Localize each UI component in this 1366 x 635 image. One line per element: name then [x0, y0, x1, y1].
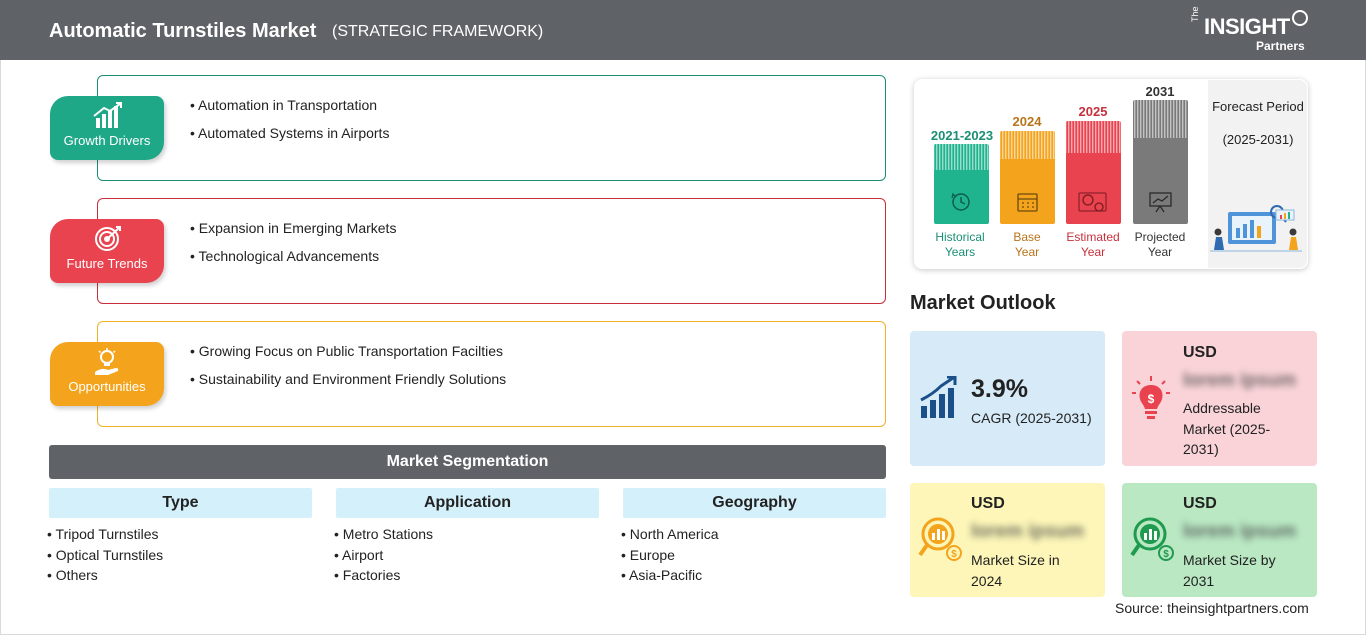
market-size-2031-card: $ USD lorem ipsum Market Size by 2031 — [1122, 483, 1317, 597]
timeline-label-projected: Projected Year — [1122, 230, 1198, 260]
list-item: Airport — [334, 547, 433, 568]
cagr-chart-icon — [920, 376, 957, 418]
segment-list-type: Tripod Turnstiles Optical Turnstiles Oth… — [47, 526, 164, 588]
timeline-label-historical: Historical Years — [922, 230, 998, 260]
svg-text:$: $ — [951, 549, 957, 560]
list-item: Tripod Turnstiles — [47, 526, 163, 547]
timeline-year-historical: 2021-2023 — [930, 128, 994, 143]
opportunities-label: Opportunities — [68, 379, 146, 394]
svg-text:$: $ — [1148, 392, 1155, 406]
list-item: Growing Focus on Public Transportation F… — [190, 342, 506, 370]
timeline-label-line: Year — [1080, 245, 1106, 259]
list-item: Factories — [334, 567, 433, 588]
timeline-year-base: 2024 — [1012, 114, 1042, 129]
magnifier-dollar-icon: $ — [1130, 517, 1174, 561]
logo-sub-text: Partners — [1256, 39, 1305, 53]
timeline-year-projected: 2031 — [1145, 84, 1175, 99]
bar-chart-growth-icon — [93, 102, 122, 128]
calendar-icon — [1017, 193, 1038, 212]
source-credit[interactable]: Source: theinsightpartners.com — [1115, 600, 1309, 616]
logo-main-text: INSIGHT — [1204, 14, 1290, 39]
size2031-currency: USD — [1183, 495, 1217, 512]
list-item: Technological Advancements — [190, 247, 396, 275]
timeline-label-line: Estimated — [1066, 230, 1120, 244]
magnifier-dollar-icon: $ — [918, 517, 962, 561]
cagr-card: 3.9% CAGR (2025-2031) — [910, 331, 1105, 466]
list-item: Optical Turnstiles — [47, 547, 163, 568]
growth-drivers-list: Automation in Transportation Automated S… — [190, 96, 389, 152]
list-item: Automation in Transportation — [190, 96, 389, 124]
cagr-label: CAGR (2025-2031) — [971, 410, 1092, 426]
size2024-value-blurred: lorem ipsum — [971, 521, 1084, 542]
insight-partners-logo[interactable]: The INSIGHT Partners — [1188, 6, 1314, 54]
future-trends-list: Expansion in Emerging Markets Technologi… — [190, 219, 397, 275]
size2024-currency: USD — [971, 495, 1005, 512]
svg-text:$: $ — [1163, 549, 1169, 560]
forecast-period-title: Forecast Period — [1212, 99, 1304, 114]
size2031-label: Market Size by 2031 — [1183, 552, 1276, 589]
future-trends-badge: Future Trends — [50, 219, 164, 283]
timeline-label-line: Projected — [1134, 230, 1186, 244]
page-subtitle: (STRATEGIC FRAMEWORK) — [332, 23, 544, 40]
market-outlook-title: Market Outlook — [910, 292, 1056, 314]
forecast-illustration — [1210, 205, 1302, 252]
gears-icon — [1078, 192, 1107, 212]
segment-heading-type: Type — [49, 488, 312, 518]
presentation-icon — [1149, 192, 1172, 213]
timeline-label-base: Base Year — [989, 230, 1065, 260]
page-title: Automatic Turnstiles Market — [49, 20, 317, 42]
segment-list-geography: North America Europe Asia-Pacific — [621, 526, 719, 588]
addressable-market-card: $ USD lorem ipsum Addressable Market (20… — [1122, 331, 1317, 466]
growth-drivers-label: Growth Drivers — [63, 133, 151, 148]
cagr-value: 3.9% — [971, 375, 1028, 403]
logo-ring-icon — [1292, 10, 1308, 26]
addressable-currency: USD — [1183, 344, 1217, 361]
timeline-label-line: Base — [1013, 230, 1041, 244]
target-icon — [95, 226, 121, 251]
list-item: Asia-Pacific — [621, 567, 719, 588]
market-segmentation-title: Market Segmentation — [49, 445, 886, 479]
timeline-label-line: Year — [1014, 245, 1040, 259]
lightbulb-dollar-icon: $ — [1132, 376, 1170, 419]
opportunities-list: Growing Focus on Public Transportation F… — [190, 342, 506, 398]
segment-list-application: Metro Stations Airport Factories — [334, 526, 433, 588]
history-icon — [951, 192, 970, 211]
list-item: Automated Systems in Airports — [190, 124, 389, 152]
growth-drivers-badge: Growth Drivers — [50, 96, 164, 160]
list-item: North America — [621, 526, 719, 547]
addressable-value-blurred: lorem ipsum — [1183, 370, 1296, 391]
future-trends-label: Future Trends — [66, 256, 148, 271]
timeline-label-estimated: Estimated Year — [1055, 230, 1131, 260]
size2031-value-blurred: lorem ipsum — [1183, 521, 1296, 542]
timeline-label-line: Year — [1147, 245, 1173, 259]
timeline-label-line: Years — [944, 245, 976, 259]
segment-heading-application: Application — [336, 488, 599, 518]
list-item: Others — [47, 567, 163, 588]
lightbulb-hand-icon — [95, 348, 119, 375]
segment-heading-geography: Geography — [623, 488, 886, 518]
addressable-label: Addressable Market (2025-2031) — [1183, 400, 1271, 457]
timeline-label-line: Historical — [935, 230, 985, 244]
market-size-2024-card: $ USD lorem ipsum Market Size in 2024 — [910, 483, 1105, 597]
list-item: Sustainability and Environment Friendly … — [190, 370, 506, 398]
timeline-year-estimated: 2025 — [1078, 104, 1108, 119]
opportunities-badge: Opportunities — [50, 342, 164, 406]
list-item: Expansion in Emerging Markets — [190, 219, 397, 247]
list-item: Europe — [621, 547, 719, 568]
header-bar: Automatic Turnstiles Market (STRATEGIC F… — [0, 0, 1366, 60]
list-item: Metro Stations — [334, 526, 433, 547]
size2024-label: Market Size in 2024 — [971, 552, 1060, 589]
forecast-period-range: (2025-2031) — [1222, 132, 1294, 147]
